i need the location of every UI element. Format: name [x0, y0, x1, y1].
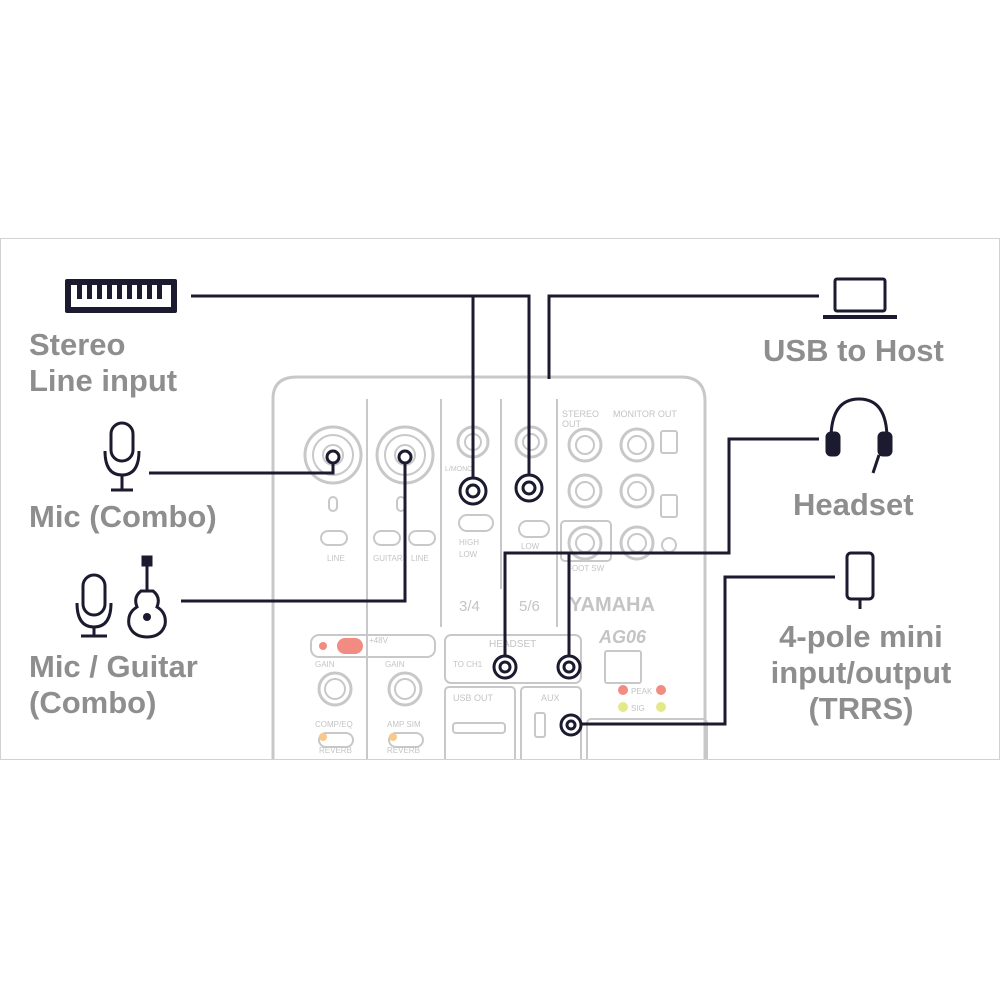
svg-text:GAIN: GAIN — [315, 660, 335, 669]
svg-text:LINE: LINE — [327, 554, 345, 563]
connection-lines — [149, 294, 835, 726]
ch56-label: 5/6 — [519, 598, 540, 615]
trrs-label: 4-pole mini input/output (TRRS) — [770, 619, 952, 726]
mic-combo-label: Mic (Combo) — [29, 499, 217, 534]
line-headset — [503, 437, 819, 665]
model-text: AG06 — [598, 627, 647, 647]
mic-guitar-label: Mic / Guitar (Combo) — [29, 649, 198, 720]
svg-text:GAIN: GAIN — [385, 660, 405, 669]
usb-out-label: USB OUT — [453, 693, 494, 703]
jack-dot — [397, 449, 413, 465]
monitor-out-l — [619, 427, 655, 463]
monitor-out-r — [619, 473, 655, 509]
xlr-combo-1 — [303, 425, 363, 485]
headset-icon — [825, 397, 893, 474]
active-jacks — [325, 449, 583, 737]
svg-text:GUITAR: GUITAR — [373, 554, 403, 563]
usb-to-host-label: USB to Host — [763, 333, 944, 368]
sig-led-l — [618, 702, 628, 712]
line-keyboard-ch5 — [473, 294, 531, 486]
microphone-icon-2 — [75, 573, 113, 638]
mixer-body — [271, 375, 707, 759]
device-text: YAMAHA AG06 3/4 5/6 STEREO OUT MONITOR O… — [315, 409, 677, 755]
laptop-icon — [823, 277, 897, 319]
headset-panel — [444, 634, 582, 684]
peak-led-l — [618, 685, 628, 695]
extra-jack — [619, 525, 655, 561]
gain-knob-2 — [387, 671, 423, 707]
headset-section-label: HEADSET — [489, 639, 536, 650]
svg-text:LINE: LINE — [411, 554, 429, 563]
gain-knob-1 — [317, 671, 353, 707]
svg-text:COMP/EQ: COMP/EQ — [315, 720, 353, 729]
svg-text:FOOT SW: FOOT SW — [567, 564, 605, 573]
peak-led-r — [656, 685, 666, 695]
ch34-label: 3/4 — [459, 598, 480, 615]
aux-label: AUX — [541, 693, 560, 703]
peak-label: PEAK — [631, 687, 653, 696]
svg-text:LOW: LOW — [459, 550, 478, 559]
phantom-label: +48V — [369, 636, 389, 645]
sig-label: SIG — [631, 704, 645, 713]
keyboard-icon — [65, 279, 177, 313]
indicators — [319, 638, 666, 741]
svg-text:L/MONO: L/MONO — [445, 466, 473, 473]
phantom-led — [319, 642, 327, 650]
svg-text:HIGH: HIGH — [459, 538, 479, 547]
line-trrs — [573, 575, 835, 726]
stereo-line-input-label: Stereo Line input — [29, 327, 178, 398]
stereo-out-label: STEREO — [562, 409, 599, 419]
diagram-frame: YAMAHA AG06 3/4 5/6 STEREO OUT MONITOR O… — [0, 238, 1000, 760]
headset-label: Headset — [793, 487, 914, 522]
brand-text: YAMAHA — [569, 594, 655, 616]
microphone-icon — [103, 421, 141, 492]
svg-text:TO CH1: TO CH1 — [453, 660, 483, 669]
svg-text:AMP SIM: AMP SIM — [387, 720, 421, 729]
guitar-icon — [127, 555, 167, 639]
svg-text:LOW: LOW — [521, 542, 540, 551]
sig-led-r — [656, 702, 666, 712]
svg-text:REVERB: REVERB — [387, 746, 420, 755]
stereo-out-r — [567, 473, 603, 509]
usb-out-panel — [444, 686, 516, 759]
monitor-out-label: MONITOR OUT — [613, 409, 677, 419]
phantom-toggle — [337, 638, 363, 654]
line-usb-host — [547, 294, 819, 379]
line-mic-guitar — [181, 457, 407, 603]
smartphone-icon — [845, 551, 875, 609]
stereo-out-l — [567, 427, 603, 463]
jack-5 — [514, 425, 548, 459]
jack-dot — [325, 449, 341, 465]
connection-diagram: YAMAHA AG06 3/4 5/6 STEREO OUT MONITOR O… — [65, 277, 897, 759]
svg-text:REVERB: REVERB — [319, 746, 352, 755]
foot-sw-jack — [567, 525, 603, 561]
power-switch — [604, 650, 642, 684]
svg-text:OUT: OUT — [562, 419, 582, 429]
